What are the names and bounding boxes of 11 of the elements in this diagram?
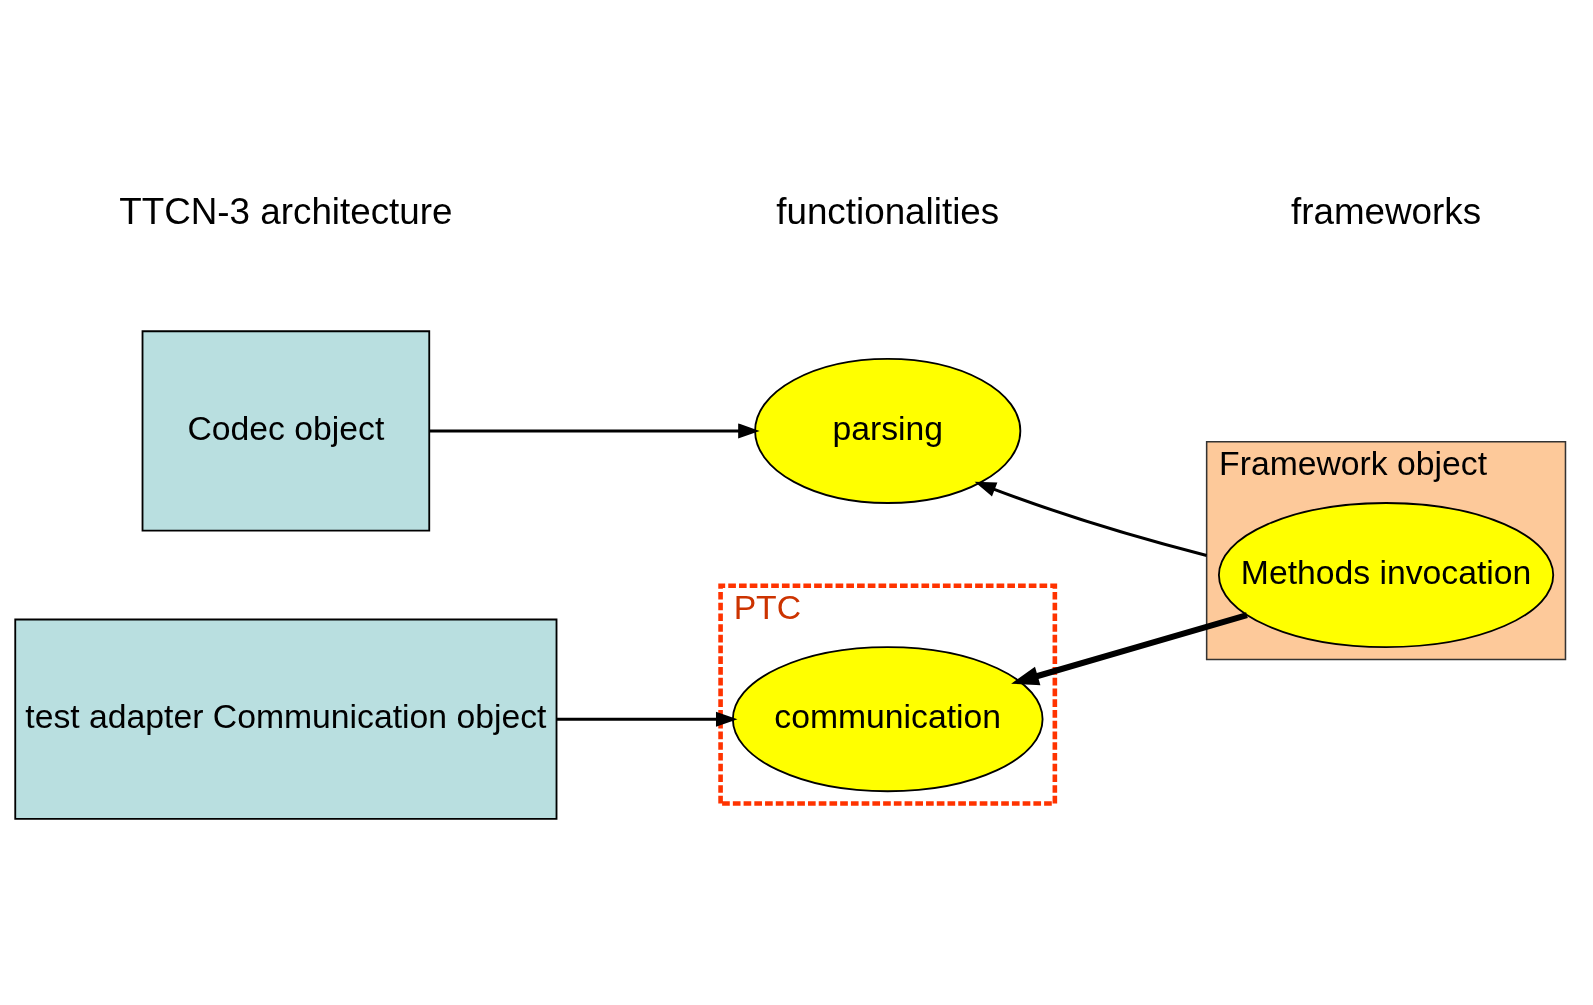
- arrow: [429, 422, 760, 438]
- node-ellipse: parsing: [754, 357, 1022, 504]
- label: TTCN-3 architecture: [119, 190, 453, 232]
- label: functionalities: [776, 190, 1000, 232]
- arrow: [556, 711, 738, 727]
- label: frameworks: [1290, 190, 1482, 232]
- node-box: Codec object: [141, 329, 431, 531]
- arrow: [1011, 611, 1248, 685]
- node-box: test adapter Communication object: [14, 618, 558, 820]
- arrow: [974, 481, 1208, 557]
- node-ellipse: Methods invocation: [1218, 501, 1555, 648]
